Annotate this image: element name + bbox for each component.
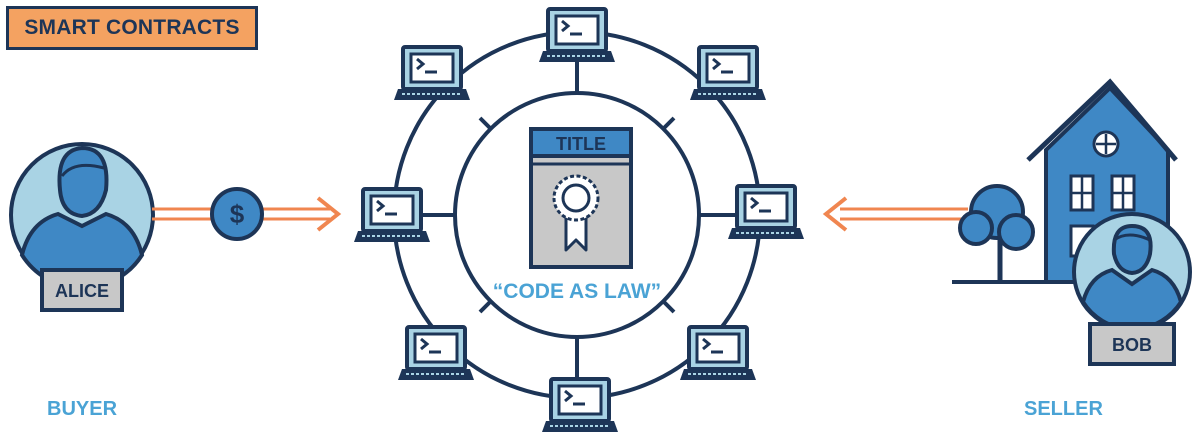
smart-contracts-banner: SMART CONTRACTS: [6, 6, 258, 50]
buyer-role-label: BUYER: [47, 398, 118, 420]
laptop-icon: [537, 7, 617, 64]
alice-label: ALICE: [55, 281, 109, 301]
payment-line: [152, 207, 330, 221]
laptop-icon: [678, 325, 758, 382]
buyer-avatar: [9, 142, 155, 290]
bob-label-box: [1088, 322, 1176, 366]
seller-avatar: [1072, 212, 1192, 332]
bob-label: BOB: [1112, 335, 1152, 355]
seller-arrow: [840, 207, 968, 221]
arrow-icon: [316, 196, 342, 232]
seller-role-label: SELLER: [1024, 398, 1103, 420]
dollar-icon: [210, 187, 264, 241]
laptop-icon: [392, 45, 472, 102]
laptop-icon: [396, 325, 476, 382]
arrow-icon: [822, 196, 848, 232]
laptop-icon: [726, 184, 806, 241]
dollar-symbol: $: [230, 199, 245, 229]
certificate-icon: [529, 127, 633, 269]
tree-icon: [958, 184, 1035, 282]
code-as-law-caption: “CODE AS LAW”: [493, 280, 661, 303]
alice-label-box: [40, 268, 124, 312]
laptop-icon: [352, 187, 432, 244]
certificate-title: TITLE: [556, 134, 606, 154]
laptop-icon: [540, 377, 620, 434]
laptop-icon: [688, 45, 768, 102]
